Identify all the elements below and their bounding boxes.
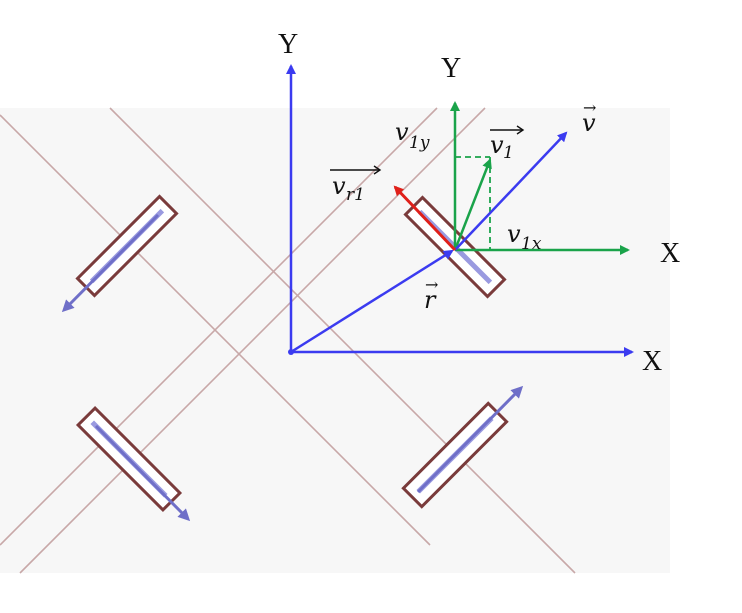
svg-text:1y: 1y [409, 133, 430, 153]
v1-components [455, 156, 491, 250]
svg-text:1: 1 [503, 143, 514, 163]
world-x-label: X [642, 346, 662, 377]
svg-text:1x: 1x [521, 234, 542, 254]
svg-text:v: v [582, 109, 596, 137]
world-axes [286, 64, 634, 357]
svg-text:r1: r1 [346, 185, 365, 205]
arrow-icon [61, 213, 160, 313]
svg-text:r: r [424, 286, 437, 314]
label-v1: v 1 [490, 125, 525, 163]
svg-text:→: → [425, 275, 438, 294]
v1-vector [453, 158, 492, 251]
arrow-icon [416, 385, 524, 494]
world-y-label: Y [278, 29, 298, 60]
mecanum-wheel-bottom-left [75, 405, 191, 522]
mecanum-wheel-bottom-right [401, 385, 524, 509]
svg-text:v: v [332, 172, 346, 200]
label-r: r → [424, 275, 438, 314]
wheel-axes [450, 101, 630, 255]
grid-lines [0, 107, 576, 574]
label-vr1: v r1 [330, 165, 382, 205]
wheel-x-label: X [660, 238, 680, 269]
wheel-y-label: Y [441, 53, 461, 84]
mecanum-wheel-top-left [61, 194, 179, 313]
r-vector [290, 249, 454, 354]
vr1-vector [393, 185, 457, 252]
label-v1y: v 1y [395, 118, 430, 153]
background-patch [0, 108, 670, 573]
label-v1x: v 1x [507, 220, 542, 254]
svg-text:v: v [490, 131, 504, 159]
svg-text:v: v [395, 118, 409, 146]
svg-text:→: → [583, 98, 596, 117]
label-v: v → [582, 98, 596, 137]
arrow-icon [94, 424, 191, 522]
v-vector [454, 131, 568, 251]
svg-text:v: v [507, 220, 521, 248]
